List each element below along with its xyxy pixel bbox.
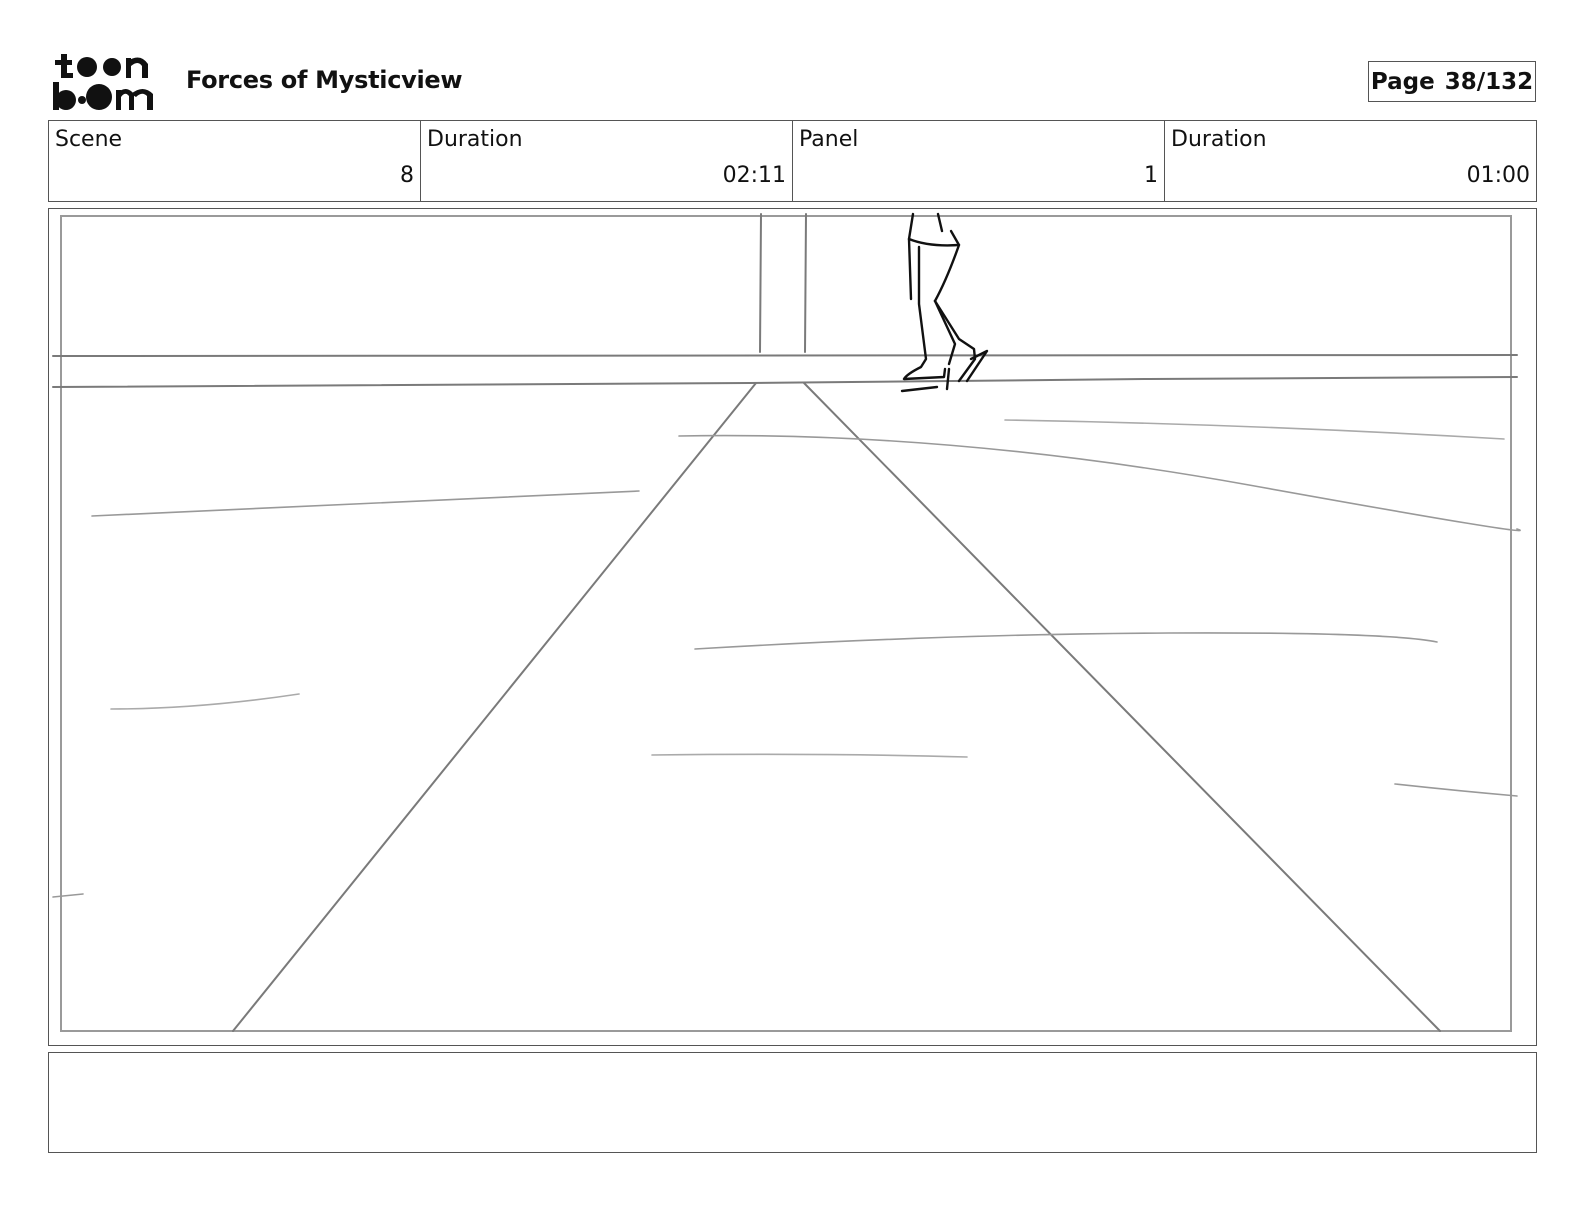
skater-legs [900, 212, 989, 393]
perspective-line-left [232, 382, 757, 1032]
panel-notes-box[interactable] [48, 1052, 1537, 1153]
panel-value: 1 [1144, 163, 1158, 188]
panel-duration-cell: Duration 01:00 [1165, 121, 1536, 201]
project-title: Forces of Mysticview [186, 66, 463, 94]
scene-info-table: Scene 8 Duration 02:11 Panel 1 Duration … [48, 120, 1537, 202]
perspective-line-right [803, 382, 1441, 1032]
panel-duration-value: 01:00 [1466, 163, 1530, 188]
toonboom-logo [53, 54, 153, 110]
scene-duration-label: Duration [427, 127, 523, 152]
safe-frame [60, 215, 1512, 1032]
page-indicator: Page 38/132 [1368, 61, 1536, 102]
panel-sketch [52, 212, 1521, 1032]
page-label: Page [1370, 68, 1435, 95]
storyboard-panel [48, 208, 1537, 1046]
scene-duration-value: 02:11 [722, 163, 786, 188]
rink-board-top-line [52, 354, 1518, 357]
rink-board-bottom-line [52, 376, 1518, 388]
scene-label: Scene [55, 127, 123, 152]
scene-duration-cell: Duration 02:11 [421, 121, 793, 201]
page-number: 38/132 [1444, 68, 1534, 95]
scene-cell: Scene 8 [49, 121, 421, 201]
scene-value: 8 [400, 163, 414, 188]
panel-cell: Panel 1 [793, 121, 1165, 201]
post-right [804, 213, 807, 353]
panel-duration-label: Duration [1171, 127, 1267, 152]
post-left [759, 213, 762, 353]
panel-label: Panel [799, 127, 859, 152]
